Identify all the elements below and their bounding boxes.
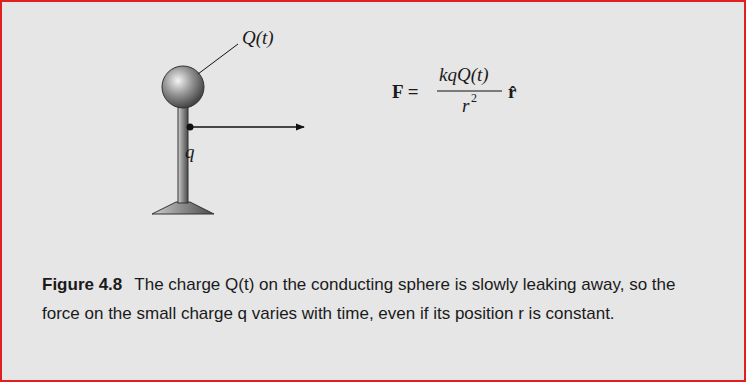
denominator: r: [462, 96, 469, 115]
figure-number: Figure 4.8: [42, 275, 122, 294]
caption-block: Figure 4.8The charge Q(t) on the conduct…: [42, 270, 707, 328]
force-symbol: F =: [392, 82, 418, 101]
leader-line: [198, 44, 238, 74]
point-charge: [187, 124, 194, 131]
stand-base: [152, 202, 214, 214]
conducting-sphere: [162, 66, 204, 108]
caption-text: The charge Q(t) on the conducting sphere…: [42, 275, 675, 323]
charge-label: Q(t): [242, 28, 274, 47]
unit-vector: r̂: [508, 82, 516, 101]
force-arrow: [190, 126, 304, 128]
numerator: kqQ(t): [439, 65, 489, 84]
fraction-bar: [437, 90, 502, 91]
exponent: 2: [471, 92, 477, 104]
charge-label: q: [185, 142, 195, 161]
